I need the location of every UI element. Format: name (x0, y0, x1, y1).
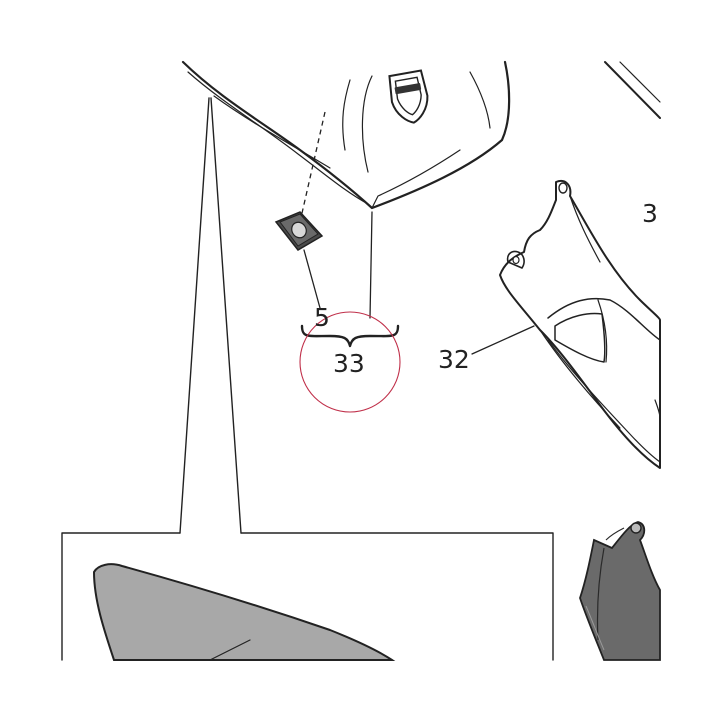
frame-edge-lines (604, 61, 661, 119)
leader-line-5 (303, 249, 321, 309)
detail-callout-frame (61, 97, 554, 661)
leader-line-32 (471, 325, 535, 355)
fuel-tank (181, 60, 511, 210)
callout-33: 33 (333, 349, 365, 378)
leader-line-33 (369, 211, 373, 319)
callout-5: 5 (314, 303, 330, 332)
lower-right-bracket-part (579, 521, 661, 661)
group-brace (300, 324, 400, 348)
side-fairing-panel (499, 180, 661, 469)
insertion-dashed-line (299, 111, 326, 223)
callout-32: 32 (438, 345, 470, 374)
grommet-clip-part (274, 211, 324, 251)
ducati-shield-logo (388, 69, 429, 124)
callout-3: 3 (642, 199, 658, 228)
detail-part-view (92, 563, 396, 661)
highlight-circle (299, 311, 401, 413)
